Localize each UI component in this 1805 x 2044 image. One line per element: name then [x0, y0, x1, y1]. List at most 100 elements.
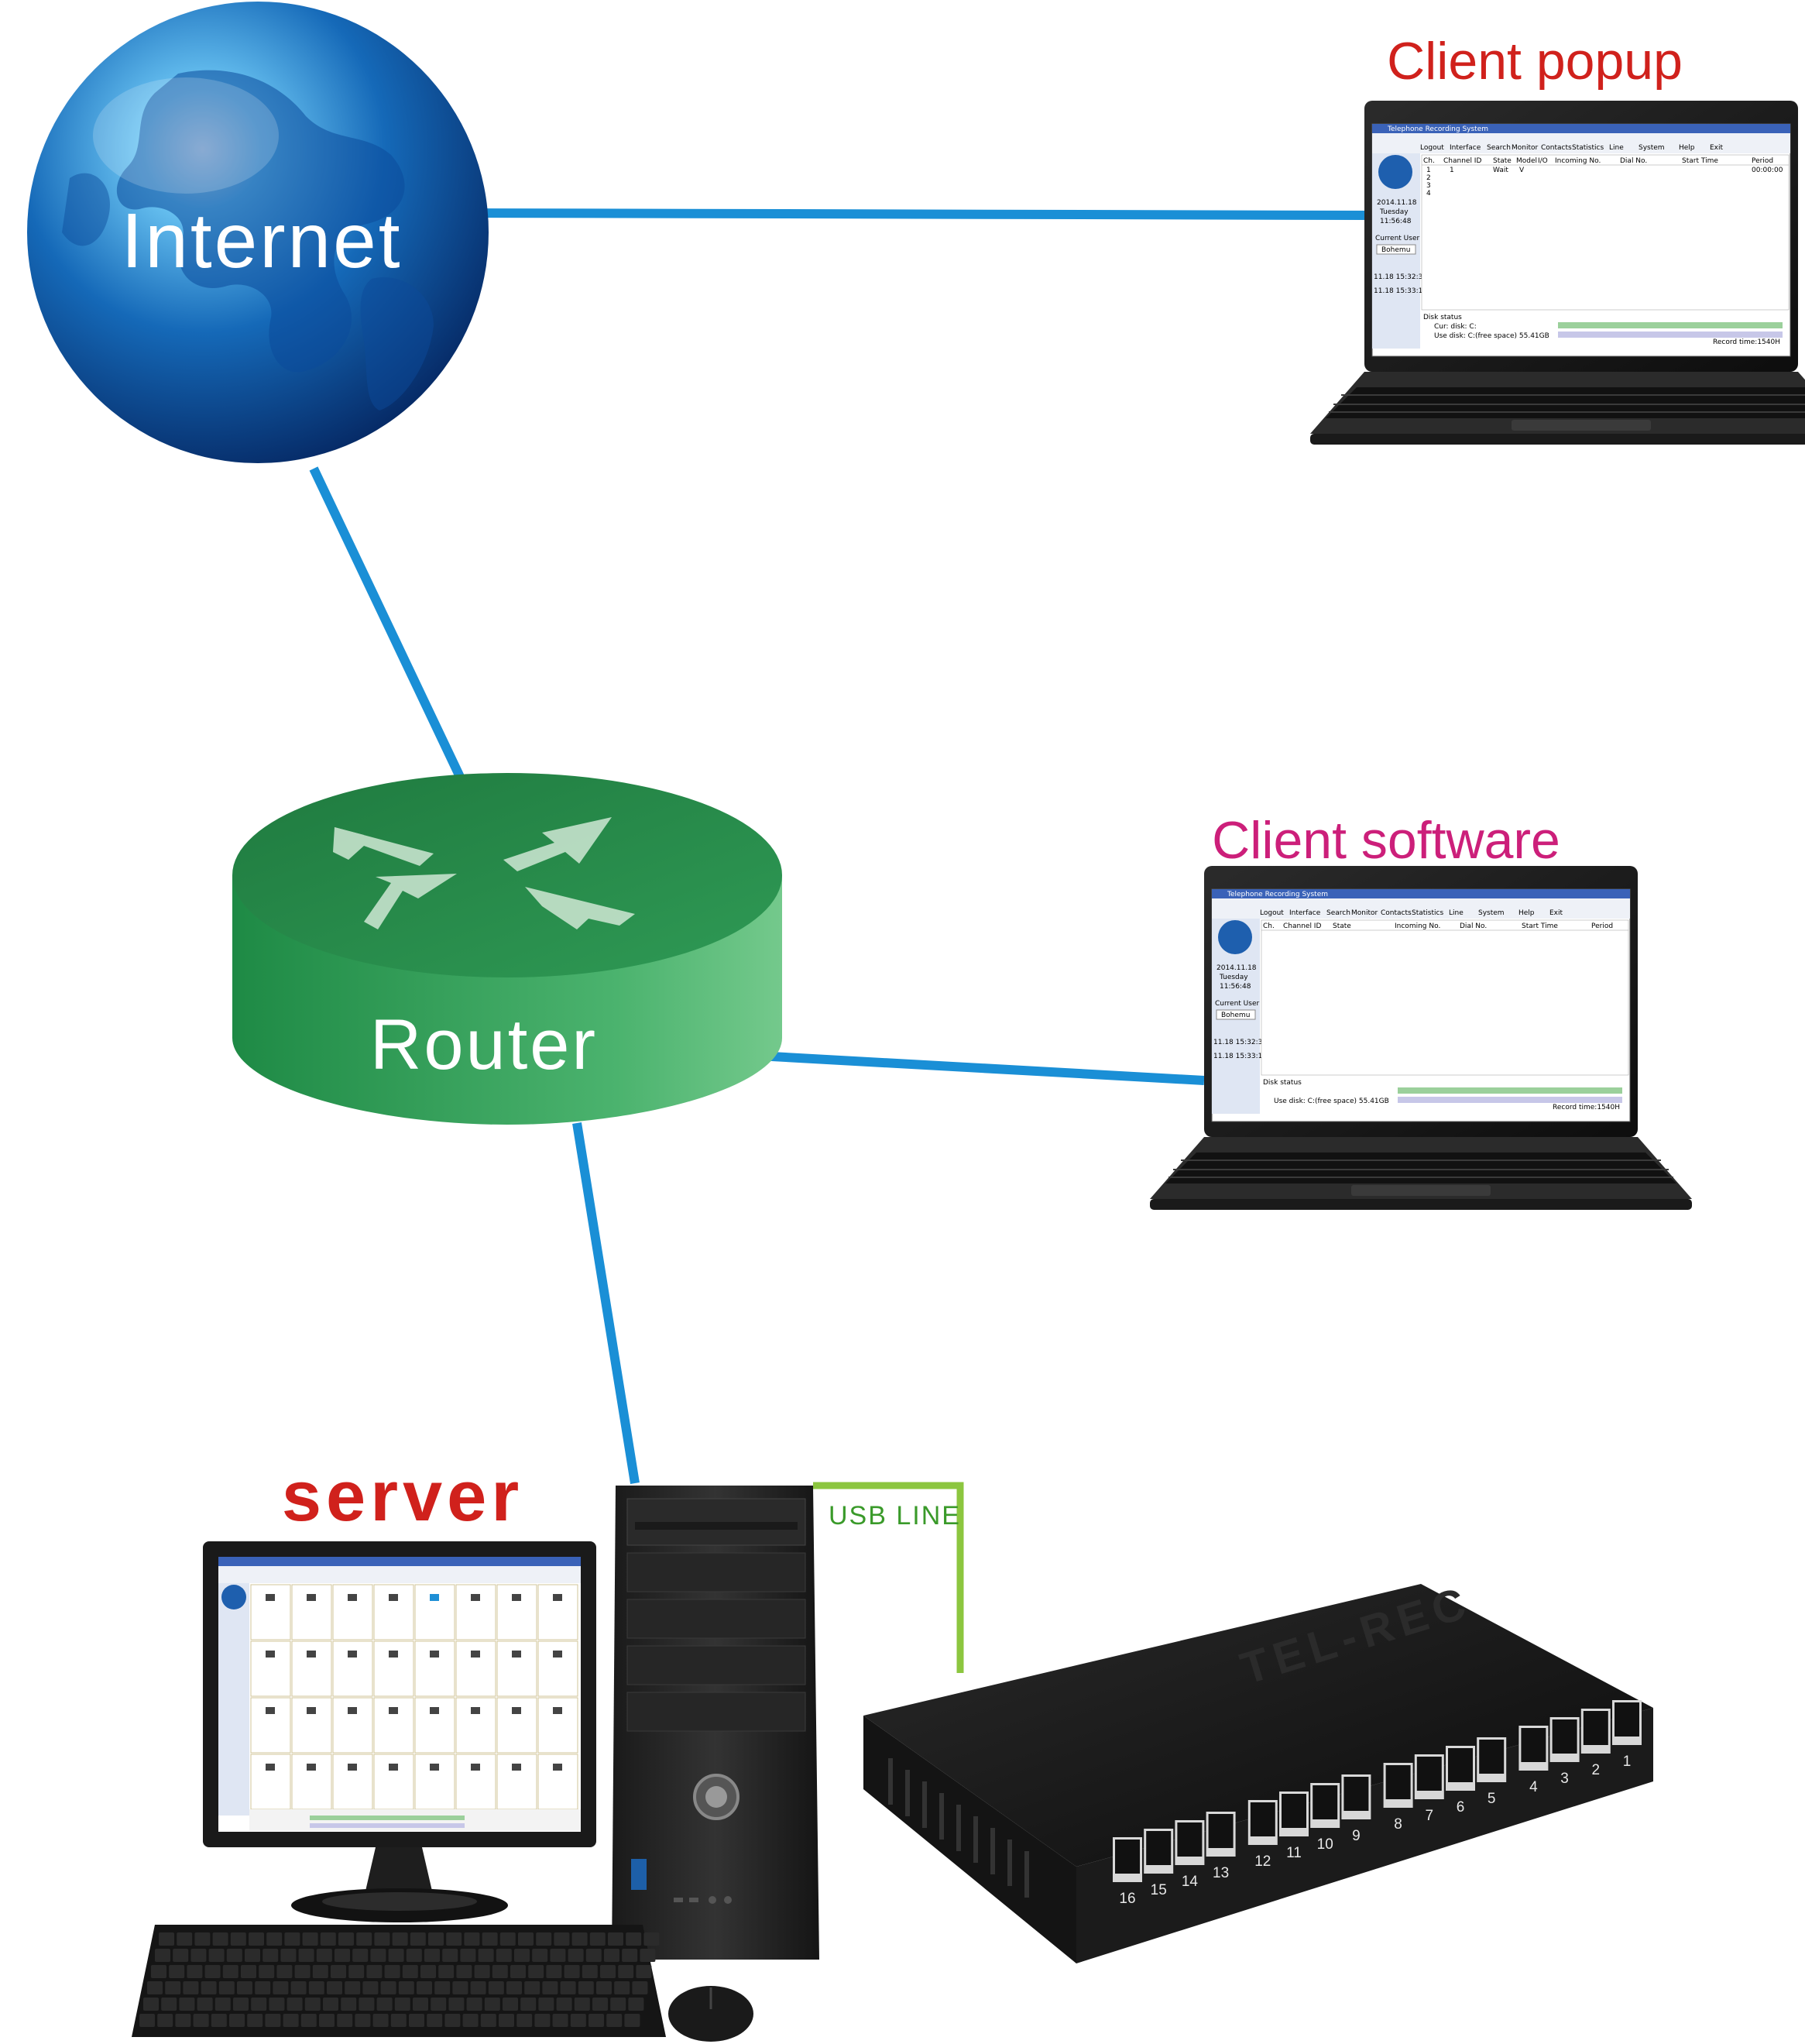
- key: [564, 1965, 580, 1978]
- channel-tile: [373, 1640, 414, 1697]
- key: [316, 1949, 332, 1962]
- toolbar-item[interactable]: Help: [1679, 144, 1695, 152]
- key: [151, 1965, 166, 1978]
- key: [201, 1981, 217, 1994]
- key: [298, 1949, 314, 1962]
- toolbar-item[interactable]: Search: [1326, 909, 1350, 917]
- channel-tile: [414, 1640, 455, 1697]
- col-header: State: [1333, 922, 1351, 930]
- rj11-port[interactable]: [1552, 1719, 1577, 1754]
- phone-icon: [512, 1594, 521, 1601]
- key: [482, 1932, 498, 1946]
- rj11-port[interactable]: [1146, 1831, 1172, 1865]
- toolbar-item[interactable]: Interface: [1450, 144, 1481, 152]
- rj11-port[interactable]: [1343, 1777, 1369, 1811]
- key: [229, 2014, 245, 2027]
- current-user-label: Current User: [1215, 1000, 1259, 1008]
- channel-tile: [414, 1584, 455, 1640]
- channel-tile: [291, 1754, 332, 1810]
- router-label: Router: [370, 1005, 598, 1084]
- key: [456, 1965, 472, 1978]
- port-number-label: 12: [1254, 1853, 1271, 1870]
- channel-tile: [332, 1697, 373, 1754]
- toolbar-item[interactable]: Contacts: [1381, 909, 1412, 917]
- toolbar-item[interactable]: Exit: [1549, 909, 1563, 917]
- rj11-port[interactable]: [1115, 1840, 1140, 1874]
- toolbar-item[interactable]: System: [1639, 144, 1665, 152]
- rj11-port[interactable]: [1448, 1748, 1473, 1782]
- key: [592, 1998, 608, 2011]
- key: [488, 1981, 504, 1994]
- key: [183, 1981, 199, 1994]
- key: [345, 1981, 361, 1994]
- key: [266, 1932, 283, 1946]
- key: [372, 2014, 389, 2027]
- rj11-port[interactable]: [1282, 1794, 1306, 1828]
- rj11-port[interactable]: [1583, 1711, 1608, 1745]
- key: [510, 1965, 526, 1978]
- toolbar-item[interactable]: Statistics: [1412, 909, 1443, 917]
- toolbar-item[interactable]: Help: [1518, 909, 1535, 917]
- phone-icon: [348, 1707, 357, 1714]
- port-number-label: 2: [1592, 1762, 1601, 1778]
- key: [589, 2014, 604, 2027]
- rj11-port[interactable]: [1521, 1728, 1546, 1762]
- key: [428, 1932, 444, 1946]
- rj11-port[interactable]: [1313, 1785, 1338, 1819]
- toolbar-item[interactable]: Logout: [1420, 144, 1444, 152]
- phone-icon: [430, 1594, 439, 1601]
- toolbar-item[interactable]: Line: [1449, 909, 1464, 917]
- toolbar-item[interactable]: Contacts: [1541, 144, 1572, 152]
- key: [308, 1981, 324, 1994]
- col-header: Channel ID: [1283, 922, 1321, 930]
- rj11-port[interactable]: [1177, 1822, 1203, 1857]
- toolbar-item[interactable]: Monitor: [1512, 144, 1539, 152]
- toolbar-item[interactable]: Search: [1487, 144, 1511, 152]
- toolbar-item[interactable]: Monitor: [1351, 909, 1378, 917]
- key: [366, 1965, 383, 1978]
- port-number-label: 4: [1529, 1779, 1538, 1795]
- router: Router: [232, 773, 782, 1125]
- key: [335, 1949, 350, 1962]
- key: [276, 1965, 293, 1978]
- toolbar-item[interactable]: Statistics: [1572, 144, 1604, 152]
- rj11-port[interactable]: [1615, 1702, 1639, 1737]
- key: [492, 1965, 508, 1978]
- rj11-port[interactable]: [1250, 1802, 1275, 1836]
- col-header: I/O: [1538, 157, 1548, 165]
- internet-to-popup-link: [472, 208, 1371, 220]
- channel-tile: [332, 1640, 373, 1697]
- row-cell: 3: [1426, 182, 1431, 190]
- toolbar-item[interactable]: Logout: [1260, 909, 1284, 917]
- key: [212, 1932, 228, 1946]
- rj11-port[interactable]: [1416, 1757, 1442, 1791]
- channel-tile: [373, 1754, 414, 1810]
- rj11-port[interactable]: [1385, 1765, 1411, 1799]
- side-vents: [888, 1758, 1029, 1898]
- key: [155, 1949, 170, 1962]
- key: [636, 1965, 652, 1978]
- toolbar-item[interactable]: Interface: [1289, 909, 1321, 917]
- port-number-label: 5: [1488, 1791, 1496, 1807]
- phone-icon: [553, 1651, 562, 1658]
- rj11-port[interactable]: [1208, 1814, 1234, 1848]
- toolbar-item[interactable]: System: [1478, 909, 1505, 917]
- row-cell: 2: [1426, 174, 1431, 182]
- window-title: Telephone Recording System: [1387, 125, 1488, 133]
- key: [390, 2014, 407, 2027]
- channel-tile: [455, 1640, 496, 1697]
- key: [514, 1949, 530, 1962]
- channel-tile: [455, 1697, 496, 1754]
- toolbar-item[interactable]: Line: [1609, 144, 1624, 152]
- key: [520, 1998, 537, 2011]
- channel-tile: [332, 1754, 373, 1810]
- toolbar-item[interactable]: Exit: [1710, 144, 1724, 152]
- key: [624, 2014, 640, 2027]
- port-number-label: 16: [1119, 1891, 1135, 1907]
- client-popup-laptop: Client popup Telephone Recording System …: [1310, 32, 1805, 445]
- key: [204, 1965, 221, 1978]
- rj11-port[interactable]: [1479, 1740, 1505, 1774]
- key: [550, 1949, 566, 1962]
